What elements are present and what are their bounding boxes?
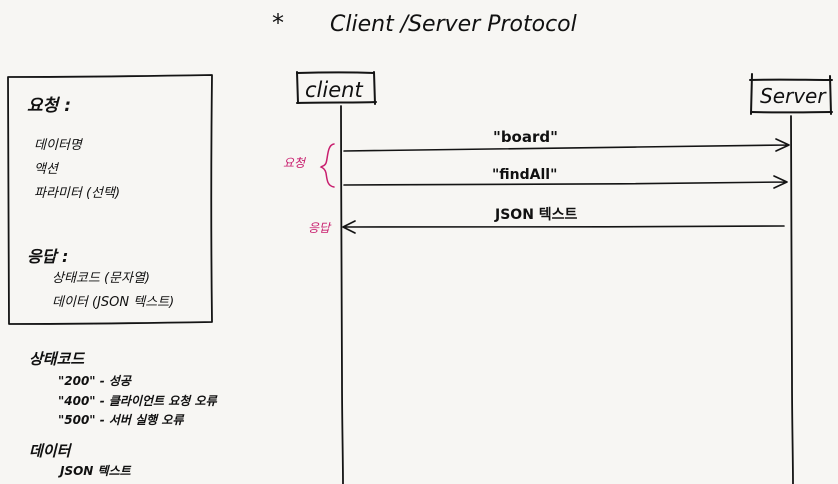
client-label: client [305,78,363,102]
data-item: JSON 텍스트 [58,464,132,478]
response-annotation-label: 응답 [308,221,332,235]
status-heading: 상태코드 [29,350,85,368]
message-findall-label: "findAll" [492,167,557,183]
data-heading: 데이터 [29,442,73,460]
message-board: "board" [343,128,790,152]
status-item-200: "200" - 성공 [58,374,132,388]
message-json-arrow [342,220,785,234]
legend-response-heading: 응답 : [27,247,68,266]
legend-box-border [7,74,213,325]
message-board-arrow [343,138,790,152]
legend-request-item-2: 액션 [34,162,60,177]
client-lifeline [340,105,344,484]
request-brace [319,143,335,188]
server-actor: Server [749,73,833,115]
title-bullet: * [272,9,284,37]
server-label: Server [760,84,827,108]
response-annotation: 응답 [308,221,332,235]
client-actor: client [296,71,377,105]
request-annotation-label: 요청 [283,156,307,170]
status-item-500: "500" - 서버 실행 오류 [58,413,184,427]
status-item-400: "400" - 클라이언트 요청 오류 [58,394,218,408]
legend-box: 요청 : 데이터명 액션 파라미터 (선택) 응답 : 상태코드 (문자열) 데… [7,74,213,325]
legend-response-item-1: 상태코드 (문자열) [52,271,150,286]
server-lifeline [790,115,794,484]
message-json: JSON 텍스트 [342,206,785,234]
message-json-label: JSON 텍스트 [494,206,578,223]
message-findall-arrow [343,175,788,189]
title-text: Client /Server Protocol [330,12,577,37]
legend-request-heading: 요청 : [27,96,71,116]
request-annotation: 요청 [283,143,335,188]
status-notes: 상태코드 "200" - 성공 "400" - 클라이언트 요청 오류 "500… [29,350,218,478]
legend-response-item-2: 데이터 (JSON 텍스트) [52,295,174,310]
legend-request-item-1: 데이터명 [34,138,84,153]
message-findall: "findAll" [343,167,788,189]
message-board-label: "board" [493,128,558,146]
legend-request-item-3: 파라미터 (선택) [34,186,120,201]
diagram-title: * Client /Server Protocol [272,9,577,37]
